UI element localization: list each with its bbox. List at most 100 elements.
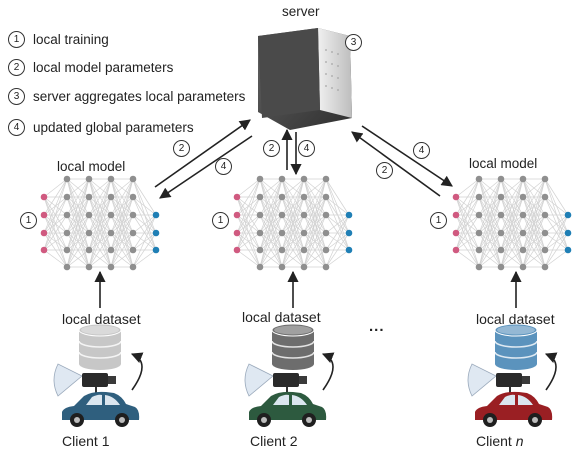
network-edge [303, 232, 327, 268]
hidden-node [129, 246, 137, 254]
hidden-node [300, 175, 308, 183]
input-node [233, 193, 241, 201]
hidden-node [107, 175, 115, 183]
car-window [499, 394, 515, 405]
server-aggregate-step-badge: 3 [345, 34, 362, 51]
legend-num: 2 [8, 59, 25, 76]
local-model-network [233, 175, 353, 271]
output-node [564, 211, 572, 219]
input-node [452, 246, 460, 254]
hidden-node [278, 263, 286, 271]
local-dataset-label-client2: local dataset [242, 309, 321, 325]
hidden-node [278, 175, 286, 183]
car-body [475, 391, 553, 420]
input-node [452, 229, 460, 237]
hidden-node [63, 229, 71, 237]
hidden-node [278, 246, 286, 254]
input-node [40, 229, 48, 237]
hidden-node [85, 263, 93, 271]
network-edge [132, 214, 157, 268]
network-edge [500, 178, 524, 198]
legend-text: updated global parameters [33, 120, 194, 135]
hidden-node [278, 211, 286, 219]
network-edge [281, 214, 305, 268]
hidden-node [497, 175, 505, 183]
network-edge [259, 178, 283, 251]
network-edge [43, 249, 68, 268]
data-flow-arrow [544, 352, 558, 391]
network-edge [281, 178, 305, 234]
network-edge [544, 214, 569, 234]
hidden-node [475, 175, 483, 183]
hidden-node [541, 246, 549, 254]
network-edge [522, 214, 546, 268]
network-edge [66, 178, 90, 268]
camera-view-cone [244, 363, 274, 397]
step-badge-2-clientn: 2 [376, 162, 393, 179]
network-edge [66, 214, 90, 268]
step-badge-4-client2: 4 [298, 140, 315, 157]
hidden-node [256, 175, 264, 183]
local-dataset-label-client1: local dataset [62, 311, 141, 327]
input-node [40, 211, 48, 219]
network-edge [236, 232, 261, 251]
network-edge [88, 178, 112, 198]
hidden-node [63, 175, 71, 183]
hidden-node [541, 211, 549, 219]
network-edge [325, 178, 350, 216]
network-edge [236, 196, 261, 251]
client-name: Client [476, 433, 512, 449]
hidden-node [300, 246, 308, 254]
network-edge [88, 178, 112, 268]
network-edge [522, 178, 546, 216]
network-edge [110, 178, 134, 216]
hidden-node [107, 246, 115, 254]
arrow-client1-to-server [154, 119, 251, 188]
input-node [233, 211, 241, 219]
hidden-node [497, 246, 505, 254]
hidden-node [129, 175, 137, 183]
car-window [292, 395, 307, 405]
database-icon [271, 323, 315, 370]
network-edge [110, 214, 134, 268]
step-badge-2-client2: 2 [263, 140, 280, 157]
network-edge [478, 249, 502, 268]
data-flow-arrow [321, 352, 335, 391]
network-edge [110, 178, 134, 234]
network-edge [236, 214, 261, 251]
hidden-node [107, 211, 115, 219]
network-edge [110, 178, 134, 251]
hidden-node [129, 263, 137, 271]
car-icon [62, 391, 140, 427]
hidden-node [256, 193, 264, 201]
hidden-node [107, 263, 115, 271]
network-edge [88, 214, 112, 268]
network-edge [522, 178, 546, 198]
camera-body [82, 373, 108, 387]
hidden-node [475, 229, 483, 237]
network-edge [132, 196, 157, 216]
network-edge [259, 232, 283, 268]
legend-num: 3 [8, 88, 25, 105]
hidden-node [519, 246, 527, 254]
hidden-node [322, 175, 330, 183]
network-edge [303, 249, 327, 268]
network-edge [88, 196, 112, 268]
output-node [564, 246, 572, 254]
legend-item-server-aggregates: 3 server aggregates local parameters [8, 88, 245, 105]
network-edge [259, 178, 283, 234]
network-edge [43, 178, 68, 216]
legend-item-local-training: 1 local training [8, 31, 109, 48]
network-edge [132, 232, 157, 268]
car-icon [249, 391, 327, 427]
network-edge [455, 178, 480, 234]
network-edge [43, 196, 68, 251]
network-edge [281, 178, 305, 251]
local-dataset-label-clientn: local dataset [476, 311, 555, 327]
legend-text: server aggregates local parameters [33, 89, 246, 104]
hidden-node [256, 246, 264, 254]
network-edge [281, 196, 305, 268]
network-edge [259, 178, 283, 216]
network-edge [236, 178, 261, 251]
output-node [152, 229, 160, 237]
